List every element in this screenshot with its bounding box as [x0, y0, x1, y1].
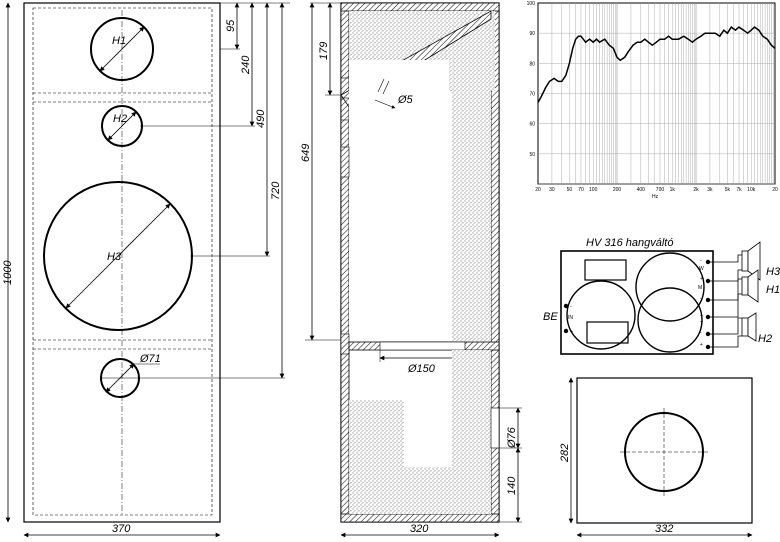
- h2-speaker-icon: [747, 312, 757, 342]
- dim-490-label: 490: [255, 109, 267, 128]
- chart-x-tick-label: 5k: [725, 187, 731, 193]
- tube-diameter-label: Ø5: [397, 94, 414, 106]
- h3-label: H3: [107, 251, 122, 263]
- tweeter-h1-cutout: [90, 17, 154, 81]
- h1-label: H1: [112, 35, 126, 47]
- dim-95-label: 95: [225, 19, 237, 32]
- svg-text:-: -: [700, 330, 702, 336]
- crossover-title: HV 316 hangváltó: [586, 237, 673, 249]
- baffle-width-label: 332: [655, 523, 673, 535]
- chart-x-tick-label: 2k: [693, 187, 699, 193]
- h1-output-label: H1: [766, 284, 780, 296]
- height-dim-label: 1000: [2, 260, 14, 285]
- frequency-response-series-line: [537, 26, 776, 103]
- chart-x-tick-label: 100: [589, 187, 598, 193]
- damping-back: [452, 11, 491, 341]
- dim-649-label: 649: [300, 144, 312, 162]
- crossover-t-label: T: [700, 321, 703, 327]
- chart-x-tick-label: 3k: [707, 187, 713, 193]
- frequency-response-chart: 20 30 50 70 100 200 400 700 1k 2k 3k 5k 7k 10k 20 100 9…: [527, 1, 778, 200]
- chart-x-tick-label: 7k: [736, 187, 742, 193]
- chart-x-tick-label: 700: [656, 187, 665, 193]
- svg-text:+: +: [700, 313, 703, 319]
- crossover-board: HV 316 hangváltó BE - + IN W M T - + - +…: [543, 237, 780, 355]
- svg-text:+: +: [700, 342, 703, 348]
- chart-y-tick-label: 60: [529, 122, 535, 128]
- dim-76-label: Ø76: [506, 426, 518, 449]
- chart-x-tick-label: 70: [578, 187, 584, 193]
- dim-179-label: 179: [318, 42, 330, 60]
- chart-y-tick-label: 50: [529, 152, 535, 158]
- svg-text:+: +: [700, 276, 703, 282]
- port-150-label: Ø150: [407, 363, 436, 375]
- crossover-input-label: BE: [543, 311, 558, 323]
- h2-label: H2: [113, 113, 127, 125]
- chart-x-tick-label: 20: [772, 187, 778, 193]
- chart-x-tick-label: 200: [613, 187, 622, 193]
- dim-140-label: 140: [506, 476, 518, 495]
- chart-x-tick-label: 400: [637, 187, 646, 193]
- crossover-w-label: W: [699, 266, 704, 272]
- depth-dim-label: 320: [410, 523, 429, 535]
- crossover-m-label: M: [698, 285, 702, 291]
- h1-speaker-icon: [747, 269, 759, 303]
- baffle-height-label: 282: [559, 444, 571, 463]
- chart-x-tick-label: 50: [567, 187, 573, 193]
- h2-output-label: H2: [758, 333, 772, 345]
- side-section-view: Ø5 Ø150 Ø76 140 179 649 320: [300, 2, 522, 538]
- dim-240-label: 240: [240, 55, 252, 75]
- dim-720-label: 720: [270, 181, 282, 200]
- width-dim-label: 370: [112, 523, 131, 535]
- h3-output-label: H3: [766, 266, 780, 278]
- crossover-in-label: IN: [568, 315, 573, 321]
- baffle-cutout: [624, 412, 704, 492]
- chart-y-tick-label: 80: [529, 61, 535, 67]
- chart-y-tick-label: 100: [527, 1, 536, 7]
- chart-x-axis-label: Hz: [652, 194, 659, 200]
- chart-x-tick-label: 10k: [747, 187, 756, 193]
- svg-text:-: -: [700, 258, 702, 264]
- svg-text:+: +: [570, 329, 573, 335]
- chart-x-tick-label: 1k: [670, 187, 676, 193]
- front-view: H1 H2 H3 Ø71 1000 370 95 240 490 720: [2, 2, 290, 538]
- port-diameter-label: Ø71: [139, 353, 161, 365]
- chart-x-tick-label: 20: [535, 187, 541, 193]
- chart-x-tick-label: 30: [549, 187, 555, 193]
- svg-text:-: -: [570, 304, 572, 310]
- baffle-view: 282 332: [559, 377, 753, 538]
- svg-text:-: -: [700, 296, 702, 302]
- chart-y-tick-label: 70: [529, 92, 535, 98]
- chart-y-tick-label: 90: [529, 31, 535, 37]
